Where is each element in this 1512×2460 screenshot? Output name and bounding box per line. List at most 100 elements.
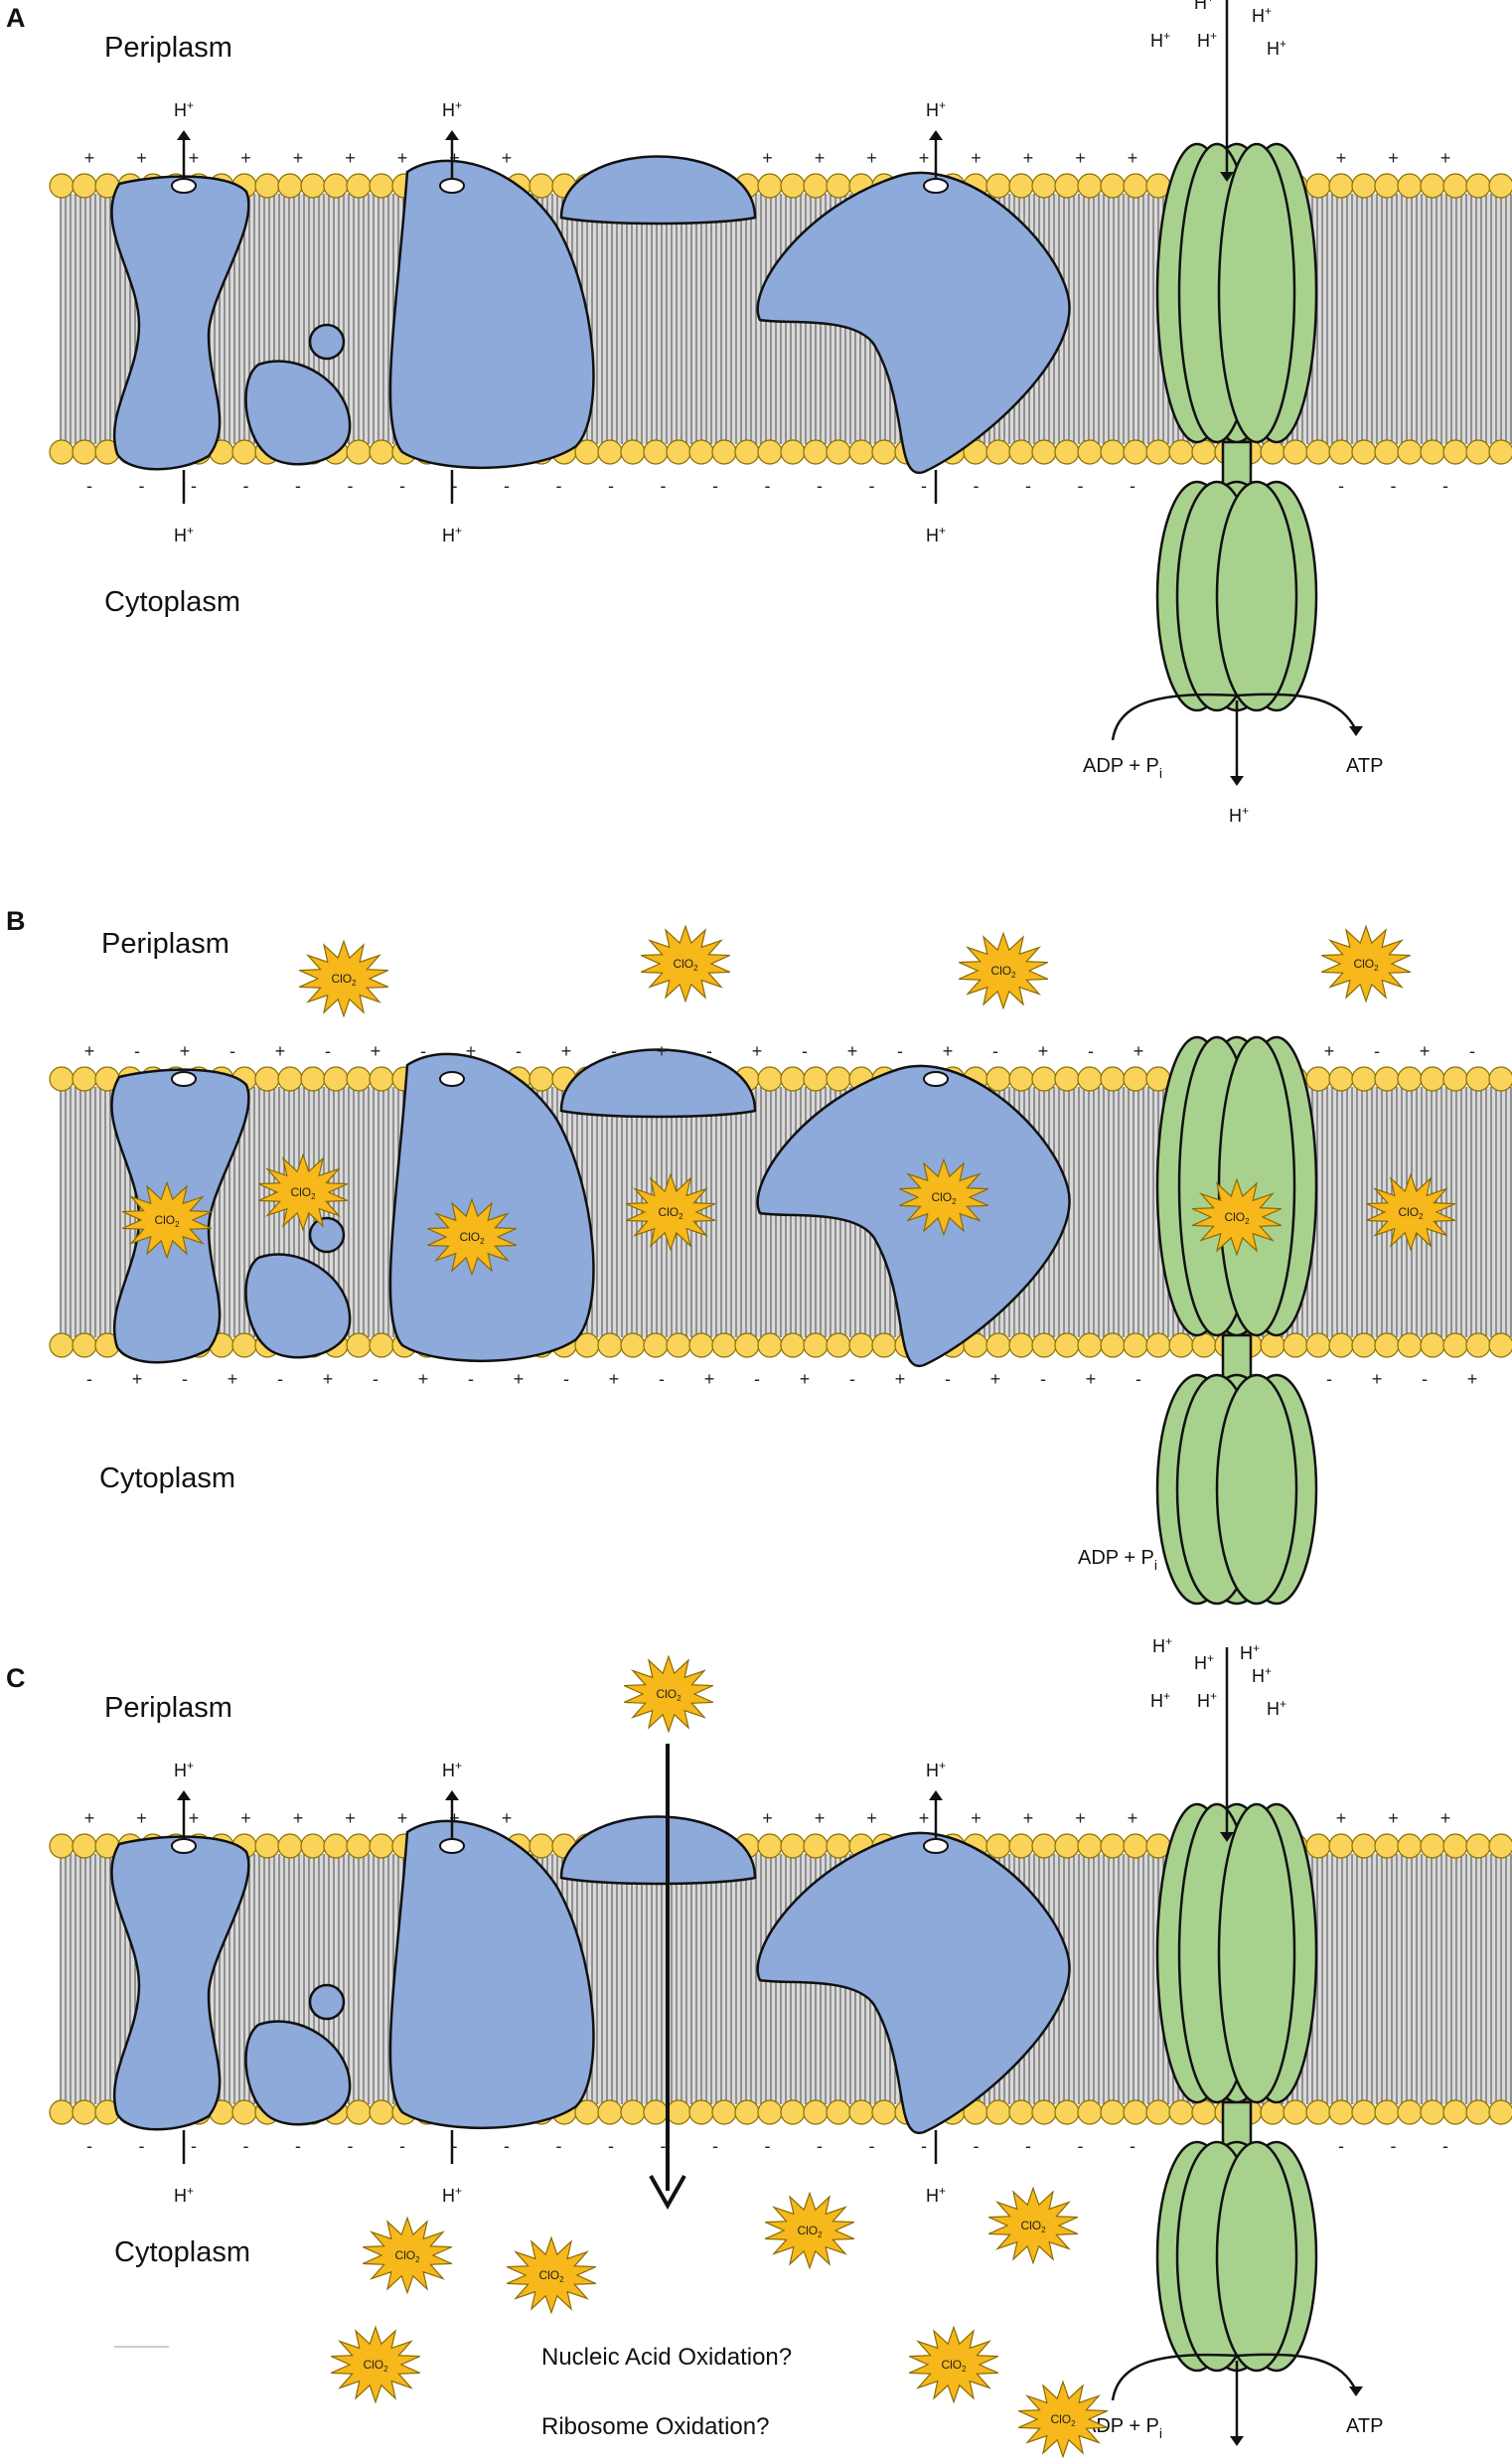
membrane-charge: - [1326,1369,1332,1389]
proton-channel [923,1071,949,1087]
lipid-head [1305,1833,1331,1859]
atp-synthase-fo-subunit [1217,142,1296,444]
membrane-charge: + [84,1041,95,1061]
atp-synthase-f1-subunit [1215,480,1298,712]
membrane-charge: - [182,1369,188,1389]
lipid-head [1054,2099,1080,2125]
proton-label: H+ [1194,1651,1214,1673]
clo2-label: ClO2 [941,2358,967,2374]
clo2-molecule: ClO2 [640,924,731,1003]
lipid-head [597,2099,623,2125]
lipid-head [49,1066,75,1092]
lipid-head [871,2099,897,2125]
proton-label: H+ [1197,29,1217,51]
lipid-head [985,173,1011,199]
atp-label: ATP [1346,2415,1383,2437]
lipid-head [803,439,829,465]
lipid-head [1191,439,1217,465]
clo2-label: ClO2 [331,972,357,988]
clo2-label: ClO2 [363,2358,388,2374]
lipid-head [346,1332,372,1358]
panel-label: A [6,3,26,33]
membrane-charge: + [227,1369,238,1389]
membrane-charge: + [449,1808,460,1828]
lipid-head [1054,173,1080,199]
membrane-charge: - [945,1369,951,1389]
proton-channel [171,178,197,194]
lipid-head [72,2099,97,2125]
membrane-charge: - [325,1041,331,1061]
clo2-label: ClO2 [459,1230,485,1246]
lipid-head [369,1833,394,1859]
clo2-label: ClO2 [658,1205,683,1221]
membrane-charge: - [504,2136,510,2156]
membrane-charge: - [1391,476,1397,496]
lipid-head [666,1332,691,1358]
membrane-charge: - [608,476,614,496]
proton-label: H+ [926,2184,946,2206]
lipid-head [72,1332,97,1358]
membrane-charge: - [504,476,510,496]
lipid-head [1488,1066,1512,1092]
lipid-head [1442,1833,1468,1859]
atp-synthase-fo-subunit [1217,1802,1296,2104]
proton-label: H+ [1240,1641,1260,1663]
protein-complex-4 [756,171,1071,475]
clo2-star-icon [257,1153,349,1232]
adp-label: ADP + Pi [1083,755,1162,781]
arrow-head [177,130,191,140]
membrane-charge: + [514,1369,525,1389]
lipid-head [826,1833,851,1859]
proton-label: H+ [174,524,194,545]
membrane-charge: - [849,1369,855,1389]
lipid-head [757,2099,783,2125]
lipid-head [734,439,760,465]
lipid-head [1465,1066,1491,1092]
lipid-head [1465,2099,1491,2125]
lipid-head [1145,1332,1171,1358]
clo2-star-icon [426,1197,518,1277]
panel-label: B [6,906,26,936]
lipid-head [1031,2099,1057,2125]
membrane-charge: - [1078,2136,1084,2156]
clo2-molecule: ClO2 [330,2325,421,2404]
membrane-charge: - [563,1369,569,1389]
cytoplasm-label: Cytoplasm [99,1462,235,1494]
lipid-head [1191,1332,1217,1358]
clo2-label: ClO2 [538,2268,564,2284]
lipid-head [1100,1332,1126,1358]
membrane-charge: - [295,2136,301,2156]
lipid-head [346,439,372,465]
lipid-head [826,1066,851,1092]
atp-curve [1236,2353,1358,2391]
lipid-head [72,439,97,465]
clo2-molecule: ClO2 [1191,1177,1283,1257]
membrane-charge: + [815,148,826,168]
lipid-head [597,439,623,465]
clo2-star-icon [330,2325,421,2404]
membrane-charge: - [277,1369,283,1389]
membrane-charge: - [1338,2136,1344,2156]
lipid-head [254,1833,280,1859]
protein-subunit-ball [308,1983,346,2021]
lipid-head [72,1833,97,1859]
lipid-head [757,1833,783,1859]
clo2-molecule: ClO2 [898,1157,989,1237]
clo2-molecule: ClO2 [362,2216,453,2295]
membrane-charge: - [399,2136,405,2156]
arrow-head [445,1790,459,1800]
membrane-charge: + [345,1808,356,1828]
lipid-head [1191,2099,1217,2125]
protein-complex-3 [388,159,595,469]
membrane-charge: + [1023,148,1034,168]
clo2-star-icon [1017,2380,1109,2459]
lipid-head [985,1833,1011,1859]
ribosome-question: Ribosome Oxidation? [541,2413,769,2440]
membrane-charge: + [466,1041,477,1061]
protein-complex-1 [110,1835,250,2131]
arrow-head [1349,726,1363,736]
proton-label: H+ [1150,29,1170,51]
clo2-label: ClO2 [290,1185,316,1201]
lipid-head [826,1332,851,1358]
membrane-charge: + [1372,1369,1383,1389]
